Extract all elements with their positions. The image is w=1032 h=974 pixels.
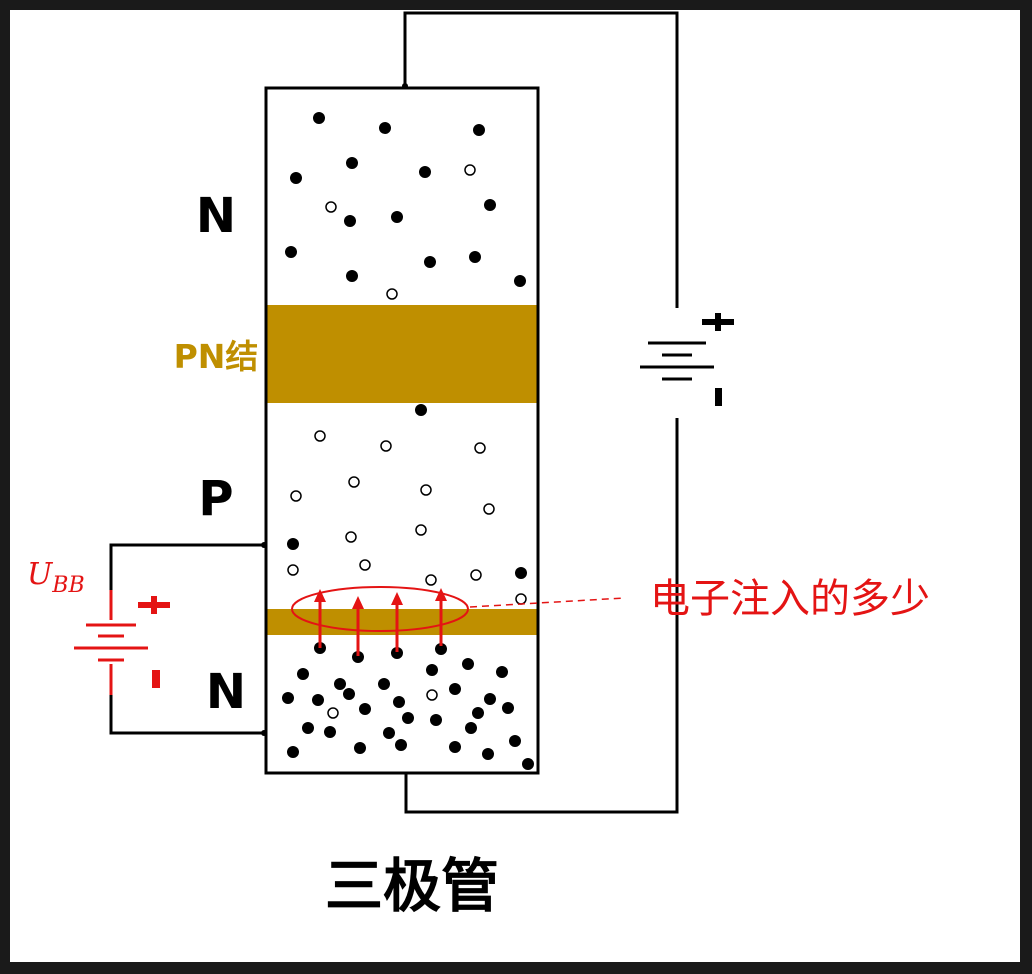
battery-icon (640, 341, 714, 381)
electron-dot (352, 651, 364, 663)
hole-dot (380, 440, 392, 452)
ce-wire-top (403, 11, 679, 308)
electron-dot (484, 199, 496, 211)
electron-dot (344, 215, 356, 227)
electron-dot (514, 275, 526, 287)
battery-minus-icon (715, 388, 722, 406)
electron-dot (379, 122, 391, 134)
pn-junction-label: PN结 (174, 337, 259, 376)
electron-dot (449, 741, 461, 753)
electron-dot (334, 678, 346, 690)
electron-dot (462, 658, 474, 670)
base-wire-bottom (109, 695, 266, 735)
hole-dot (290, 490, 302, 502)
electron-dot (419, 166, 431, 178)
injection-arrows (314, 588, 447, 656)
pn-junction-band (266, 305, 538, 403)
electron-dot (402, 712, 414, 724)
hole-dot (425, 574, 437, 586)
injection-ellipse (291, 586, 469, 632)
electron-dot (312, 694, 324, 706)
ce-wire-bottom (404, 418, 679, 814)
electron-dot (287, 746, 299, 758)
electron-dot (426, 664, 438, 676)
hole-dot (415, 524, 427, 536)
electron-dot (285, 246, 297, 258)
electron-dot (465, 722, 477, 734)
electron-dot (415, 404, 427, 416)
electron-dot (473, 124, 485, 136)
bottom-n-label: N (206, 664, 246, 720)
base-wire-top (109, 543, 266, 590)
electron-dot (354, 742, 366, 754)
electron-dot (297, 668, 309, 680)
electron-dot (393, 696, 405, 708)
hole-dot (470, 569, 482, 581)
hole-dot (515, 593, 527, 605)
electron-dot (290, 172, 302, 184)
base-battery-plus-icon (138, 596, 170, 614)
annotation-leader-line (469, 597, 625, 608)
electron-dot (509, 735, 521, 747)
hole-dot (327, 707, 339, 719)
top-n-label: N (196, 188, 236, 244)
electron-dot (472, 707, 484, 719)
ubb-letter: U (27, 557, 54, 592)
hole-dot (464, 164, 476, 176)
caption: 三极管 (325, 852, 499, 920)
hole-dot (426, 689, 438, 701)
annotation-label: 电子注入的多少 (650, 576, 930, 622)
base-circuit (109, 543, 266, 735)
electron-dot (302, 722, 314, 734)
electron-dot (391, 211, 403, 223)
hole-dot (345, 531, 357, 543)
ubb-subscript: BB (51, 573, 84, 598)
ubb-label: UBB (27, 557, 85, 598)
electron-dot (313, 112, 325, 124)
electron-dot (395, 739, 407, 751)
electron-dot (424, 256, 436, 268)
electron-dot (515, 567, 527, 579)
hole-dot (359, 559, 371, 571)
electron-dot (484, 693, 496, 705)
hole-dot (420, 484, 432, 496)
electron-dot (496, 666, 508, 678)
electron-dot (346, 157, 358, 169)
carriers (282, 112, 534, 770)
electron-dot (378, 678, 390, 690)
hole-dot (325, 201, 337, 213)
electron-dot (346, 270, 358, 282)
battery-plus-icon (702, 313, 734, 331)
electron-dot (430, 714, 442, 726)
electron-dot (482, 748, 494, 760)
wire-junction-dots (261, 83, 408, 736)
electron-dot (435, 643, 447, 655)
electron-dot (343, 688, 355, 700)
hole-dot (386, 288, 398, 300)
electron-dot (469, 251, 481, 263)
electron-dot (449, 683, 461, 695)
diagram-background (10, 10, 1020, 962)
hole-dot (314, 430, 326, 442)
ce-circuit (403, 11, 679, 814)
base-battery-icon (74, 590, 148, 695)
electron-dot (502, 702, 514, 714)
base-battery-minus-icon (152, 670, 160, 688)
hole-dot (483, 503, 495, 515)
electron-dot (287, 538, 299, 550)
transistor-body (264, 86, 540, 775)
electron-dot (359, 703, 371, 715)
electron-dot (522, 758, 534, 770)
electron-dot (383, 727, 395, 739)
hole-dot (348, 476, 360, 488)
electron-dot (391, 647, 403, 659)
electron-dot (282, 692, 294, 704)
p-label: P (198, 471, 233, 527)
hole-dot (287, 564, 299, 576)
hole-dot (474, 442, 486, 454)
electron-dot (324, 726, 336, 738)
